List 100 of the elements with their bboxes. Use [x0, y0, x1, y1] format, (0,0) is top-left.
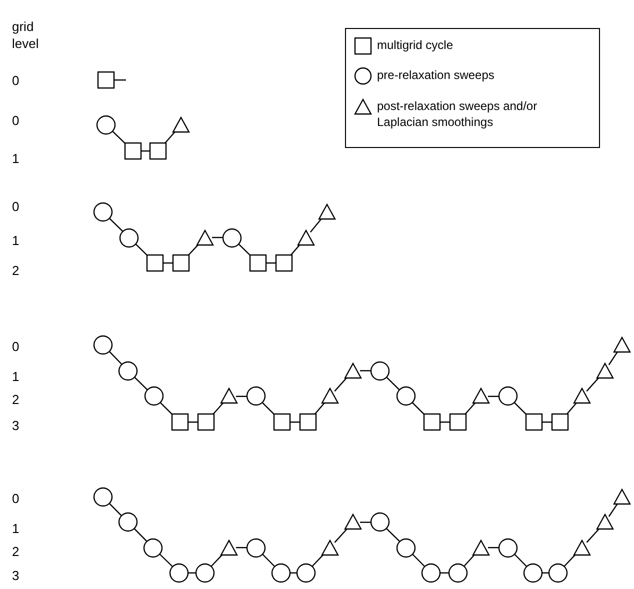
connector-line [160, 402, 172, 415]
pre-relaxation-circle [523, 562, 543, 583]
pre-relaxation-circle [246, 538, 266, 558]
cycle-square [275, 254, 293, 272]
connector-line [542, 422, 552, 423]
connector-line [412, 554, 426, 567]
post-relaxation-triangle [596, 513, 614, 532]
pre-relaxation-circle [271, 562, 291, 583]
cycle-square [172, 254, 190, 272]
connector-line [109, 218, 123, 232]
grid-level-number: 2 [12, 543, 20, 560]
connector-line [488, 547, 499, 548]
post-relaxation-triangle [472, 538, 490, 557]
connector-line [112, 130, 126, 144]
pre-relaxation-circle [143, 538, 163, 558]
post-relaxation-triangle [172, 116, 190, 134]
pre-relaxation-circle [169, 562, 189, 583]
connector-line [586, 376, 601, 392]
cycle-square [146, 254, 164, 272]
connector-line [334, 376, 349, 392]
post-relaxation-triangle [321, 387, 339, 406]
pre-relaxation-circle [396, 386, 416, 406]
connector-line [488, 396, 499, 397]
connector-line [135, 243, 148, 256]
connector-line [188, 422, 198, 423]
axis-title: grid level [12, 18, 40, 52]
pre-relaxation-circle [396, 538, 416, 558]
grid-level-number: 2 [12, 262, 20, 279]
connector-line [334, 527, 349, 543]
connector-line [108, 502, 122, 516]
legend-label: multigrid cycle [377, 37, 454, 53]
post-relaxation-triangle [596, 362, 614, 380]
pre-relaxation-circle [370, 360, 390, 381]
connector-line [114, 79, 126, 81]
connector-line [212, 236, 223, 238]
cycle-square [149, 142, 167, 160]
connector-line [514, 402, 526, 415]
connector-line [134, 376, 148, 390]
pre-relaxation-circle [498, 386, 518, 406]
post-relaxation-triangle [220, 538, 238, 557]
grid-level-number: 0 [12, 338, 20, 355]
connector-line [586, 527, 601, 543]
connector-line [134, 528, 148, 542]
pre-relaxation-circle [96, 115, 116, 135]
pre-relaxation-circle [93, 487, 113, 507]
connector-line [159, 553, 173, 568]
grid-level-number: 0 [12, 198, 20, 215]
pre-relaxation-circle [118, 512, 138, 532]
connector-line [360, 522, 371, 523]
pre-relaxation-circle [144, 386, 164, 406]
connector-line [236, 396, 247, 397]
grid-level-number: 0 [12, 72, 20, 89]
post-relaxation-triangle [344, 362, 362, 380]
connector-line [514, 554, 528, 567]
post-relaxation-triangle [613, 336, 631, 354]
grid-level-number: 0 [12, 490, 20, 507]
grid-level-number: 2 [12, 391, 20, 408]
cycle-square [273, 413, 291, 432]
connector-line [163, 262, 173, 264]
grid-level-number: 1 [12, 232, 20, 249]
cycle-square [299, 413, 317, 432]
connector-line [310, 217, 324, 232]
pre-relaxation-circle [296, 562, 316, 583]
pre-relaxation-circle [548, 562, 568, 583]
pre-relaxation-circle [195, 562, 215, 583]
pre-relaxation-circle [118, 360, 138, 381]
pre-relaxation-circle [448, 562, 468, 583]
post-relaxation-triangle [472, 387, 490, 406]
connector-line [386, 528, 400, 542]
grid-level-number: 3 [12, 417, 20, 434]
pre-relaxation-circle [119, 228, 139, 248]
grid-level-number: 3 [12, 567, 20, 584]
cycle-square [423, 413, 441, 432]
connector-line [412, 402, 424, 415]
grid-level-number: 1 [12, 150, 20, 167]
post-relaxation-triangle [318, 203, 336, 221]
post-relaxation-triangle [613, 488, 631, 506]
connector-line [360, 370, 371, 372]
pre-relaxation-circle [93, 202, 113, 222]
connector-line [440, 422, 450, 423]
post-relaxation-triangle [297, 228, 315, 246]
cycle-square [551, 413, 569, 432]
connector-line [108, 351, 122, 365]
connector-line [238, 243, 250, 256]
connector-line [608, 350, 619, 366]
post-relaxation-triangle [573, 538, 591, 557]
cycle-square [124, 142, 142, 160]
connector-line [262, 554, 276, 567]
post-relaxation-triangle [573, 387, 591, 406]
cycle-square [197, 413, 215, 432]
pre-relaxation-circle [93, 335, 113, 355]
connector-line [262, 402, 274, 415]
grid-level-number: 1 [12, 520, 20, 537]
cycle-square [449, 413, 467, 432]
cycle-square [171, 413, 189, 432]
pre-relaxation-circle [222, 228, 242, 248]
post-relaxation-triangle [220, 387, 238, 406]
connector-line [266, 262, 276, 264]
pre-relaxation-circle [246, 386, 266, 406]
post-relaxation-triangle [321, 538, 339, 557]
